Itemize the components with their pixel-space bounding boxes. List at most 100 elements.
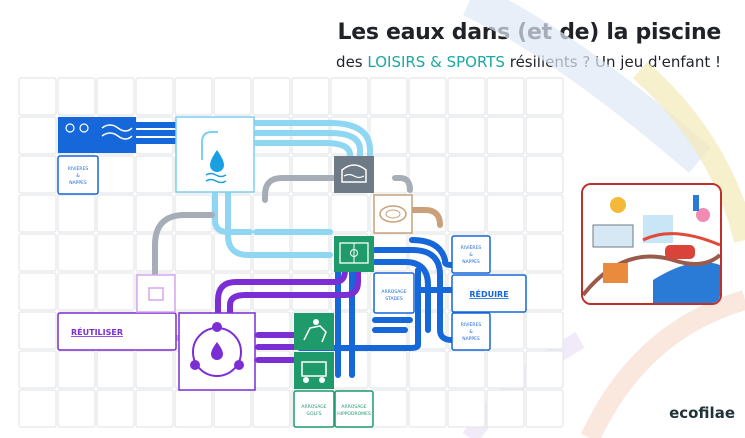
- grid-cell[interactable]: [96, 389, 135, 428]
- grid-cell[interactable]: [174, 389, 213, 428]
- grid-cell[interactable]: [291, 77, 330, 116]
- grid-cell[interactable]: [408, 155, 447, 194]
- tile-arrosage-stades[interactable]: ARROSAGE STADES: [373, 272, 415, 314]
- grid-cell[interactable]: [57, 233, 96, 272]
- grid-cell[interactable]: [447, 77, 486, 116]
- grid-cell[interactable]: [447, 116, 486, 155]
- grid-cell[interactable]: [135, 389, 174, 428]
- grid-cell[interactable]: [18, 155, 57, 194]
- grid-cell[interactable]: [525, 389, 564, 428]
- grid-cell[interactable]: [486, 116, 525, 155]
- grid-cell[interactable]: [252, 155, 291, 194]
- tile-pool[interactable]: [334, 156, 374, 193]
- grid-cell[interactable]: [135, 194, 174, 233]
- grid-cell[interactable]: [57, 272, 96, 311]
- tile-horse[interactable]: [294, 313, 334, 350]
- grid-cell[interactable]: [18, 389, 57, 428]
- grid-cell[interactable]: [18, 350, 57, 389]
- grid-cell[interactable]: [525, 233, 564, 272]
- grid-cell[interactable]: [447, 194, 486, 233]
- grid-cell[interactable]: [525, 155, 564, 194]
- grid-cell[interactable]: [18, 77, 57, 116]
- grid-cell[interactable]: [291, 272, 330, 311]
- grid-cell[interactable]: [369, 155, 408, 194]
- grid-cell[interactable]: [525, 194, 564, 233]
- tile-arrosage-hippodromes[interactable]: ARROSAGE HIPPODROMES: [334, 390, 374, 428]
- grid-cell[interactable]: [96, 194, 135, 233]
- grid-cell[interactable]: [291, 194, 330, 233]
- grid-cell[interactable]: [96, 272, 135, 311]
- grid-cell[interactable]: [174, 233, 213, 272]
- grid-cell[interactable]: [252, 389, 291, 428]
- grid-cell[interactable]: [213, 389, 252, 428]
- grid-cell[interactable]: [96, 77, 135, 116]
- grid-cell[interactable]: [525, 350, 564, 389]
- tile-arrosage-golfs[interactable]: ARROSAGE GOLFS: [293, 390, 335, 428]
- grid-cell[interactable]: [252, 350, 291, 389]
- grid-cell[interactable]: [252, 194, 291, 233]
- grid-cell[interactable]: [525, 116, 564, 155]
- grid-cell[interactable]: [486, 155, 525, 194]
- grid-cell[interactable]: [525, 311, 564, 350]
- tile-label-line: RIVIÈRES: [461, 243, 482, 251]
- grid-cell[interactable]: [57, 350, 96, 389]
- tile-golf-cart[interactable]: [294, 352, 334, 389]
- grid-cell[interactable]: [525, 272, 564, 311]
- grid-cell[interactable]: [18, 194, 57, 233]
- grid-cell[interactable]: [408, 389, 447, 428]
- grid-cell[interactable]: [135, 77, 174, 116]
- grid-cell[interactable]: [57, 389, 96, 428]
- grid-cell[interactable]: [18, 116, 57, 155]
- grid-cell[interactable]: [486, 350, 525, 389]
- subtitle-highlight: LOISIRS & SPORTS: [367, 53, 505, 71]
- tile-racetrack[interactable]: [373, 194, 413, 234]
- grid-cell[interactable]: [486, 311, 525, 350]
- grid-cell[interactable]: [447, 350, 486, 389]
- tile-stadium[interactable]: [334, 236, 374, 272]
- grid-cell[interactable]: [18, 233, 57, 272]
- grid-cell[interactable]: [486, 194, 525, 233]
- grid-cell[interactable]: [330, 194, 369, 233]
- grid-cell[interactable]: [408, 350, 447, 389]
- grid-cell[interactable]: [486, 233, 525, 272]
- grid-cell[interactable]: [57, 194, 96, 233]
- grid-cell[interactable]: [330, 77, 369, 116]
- tile-source-rivers[interactable]: [58, 117, 136, 153]
- tile-water-tap[interactable]: [175, 116, 255, 193]
- grid-cell[interactable]: [408, 77, 447, 116]
- grid-cell[interactable]: [369, 350, 408, 389]
- tile-recycling[interactable]: [178, 312, 256, 391]
- grid-cell[interactable]: [447, 389, 486, 428]
- grid-cell[interactable]: [252, 272, 291, 311]
- tile-rivieres-nappes-1[interactable]: RIVIÈRES & NAPPES: [57, 155, 99, 195]
- grid-cell[interactable]: [486, 389, 525, 428]
- grid-cell[interactable]: [525, 77, 564, 116]
- grid-cell[interactable]: [486, 77, 525, 116]
- grid-cell[interactable]: [447, 155, 486, 194]
- tile-rivieres-nappes-2[interactable]: RIVIÈRES & NAPPES: [451, 235, 491, 274]
- grid-cell[interactable]: [18, 311, 57, 350]
- tile-reutiliser[interactable]: RÉUTILISER: [57, 312, 177, 351]
- grid-cell[interactable]: [174, 77, 213, 116]
- grid-cell[interactable]: [252, 77, 291, 116]
- grid-cell[interactable]: [18, 272, 57, 311]
- grid-cell[interactable]: [174, 272, 213, 311]
- grid-cell[interactable]: [57, 77, 96, 116]
- water-drop-icon: [211, 342, 223, 360]
- grid-cell[interactable]: [252, 311, 291, 350]
- tile-rivieres-nappes-3[interactable]: RIVIÈRES & NAPPES: [451, 312, 491, 351]
- treatment-icon: [148, 287, 164, 301]
- tile-treatment[interactable]: [136, 274, 176, 313]
- grid-cell[interactable]: [369, 116, 408, 155]
- tile-reduire[interactable]: RÉDUIRE: [451, 274, 527, 313]
- grid-cell[interactable]: [369, 77, 408, 116]
- grid-cell[interactable]: [369, 389, 408, 428]
- grid-cell[interactable]: [213, 77, 252, 116]
- grid-cell[interactable]: [135, 350, 174, 389]
- grid-cell[interactable]: [96, 155, 135, 194]
- grid-cell[interactable]: [96, 350, 135, 389]
- grid-cell[interactable]: [408, 116, 447, 155]
- grid-cell[interactable]: [96, 233, 135, 272]
- grid-cell[interactable]: [135, 155, 174, 194]
- grid-cell[interactable]: [291, 155, 330, 194]
